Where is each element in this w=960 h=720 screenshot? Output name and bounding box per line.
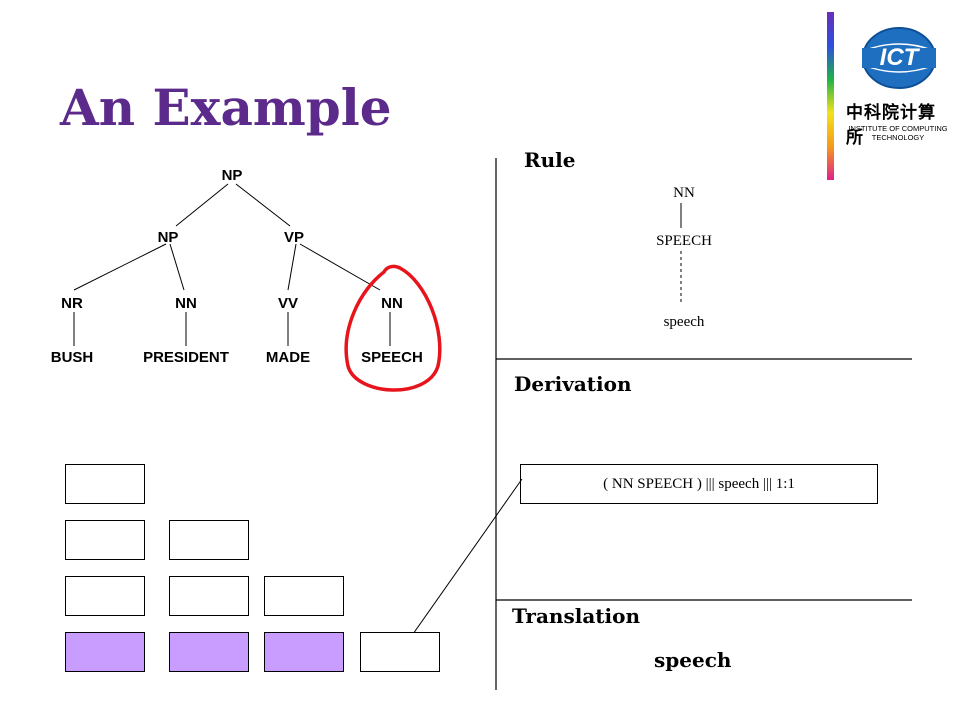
- rule-heading: Rule: [524, 148, 576, 172]
- logo-english-line2: TECHNOLOGY: [871, 133, 925, 142]
- tree-node-nn-1: NN: [175, 295, 197, 312]
- chart-cell-r2-c2: [169, 520, 249, 560]
- tree-node-root: NP: [222, 167, 243, 184]
- derivation-arrow: [405, 478, 523, 645]
- chart-cell-r1-c1: [65, 464, 145, 504]
- derivation-heading: Derivation: [514, 372, 632, 396]
- logo-rainbow-bar: [827, 12, 834, 180]
- chart-cell-r4-c2: [169, 632, 249, 672]
- page-title: An Example: [60, 78, 392, 137]
- translation-value: speech: [654, 648, 732, 672]
- chart-cell-r4-c1: [65, 632, 145, 672]
- ict-logo: ICT: [826, 10, 960, 182]
- tree-node-np: NP: [158, 229, 179, 246]
- tree-node-vp: VP: [284, 229, 304, 246]
- tree-leaf-president: PRESIDENT: [143, 349, 229, 366]
- highlight-loop: [344, 264, 442, 392]
- rule-node-top: NN: [673, 185, 695, 201]
- derivation-box: ( NN SPEECH ) ||| speech ||| 1:1: [520, 464, 878, 504]
- chart-cell-r3-c2: [169, 576, 249, 616]
- tree-node-vv: VV: [278, 295, 298, 312]
- tree-leaf-speech: SPEECH: [361, 349, 423, 366]
- tree-leaf-made: MADE: [266, 349, 310, 366]
- logo-mark: ICT: [880, 44, 921, 71]
- tree-node-nn-2: NN: [381, 295, 403, 312]
- tree-leaf-bush: BUSH: [51, 349, 94, 366]
- chart-cell-r3-c1: [65, 576, 145, 616]
- derivation-text: ( NN SPEECH ) ||| speech ||| 1:1: [603, 475, 795, 492]
- rule-node-middle: SPEECH: [656, 233, 712, 249]
- translation-heading: Translation: [512, 604, 640, 628]
- chart-cell-r4-c4: [360, 632, 440, 672]
- logo-chinese: 中科院计算所: [846, 103, 936, 148]
- chart-cell-r2-c1: [65, 520, 145, 560]
- tree-node-nr: NR: [61, 295, 83, 312]
- chart-cell-r3-c3: [264, 576, 344, 616]
- rule-node-bottom: speech: [664, 314, 705, 330]
- chart-cell-r4-c3: [264, 632, 344, 672]
- tree-edges: [73, 183, 391, 346]
- logo-english: INSTITUTE OF COMPUTING TECHNOLOGY: [840, 124, 956, 142]
- logo-english-line1: INSTITUTE OF COMPUTING: [848, 124, 948, 133]
